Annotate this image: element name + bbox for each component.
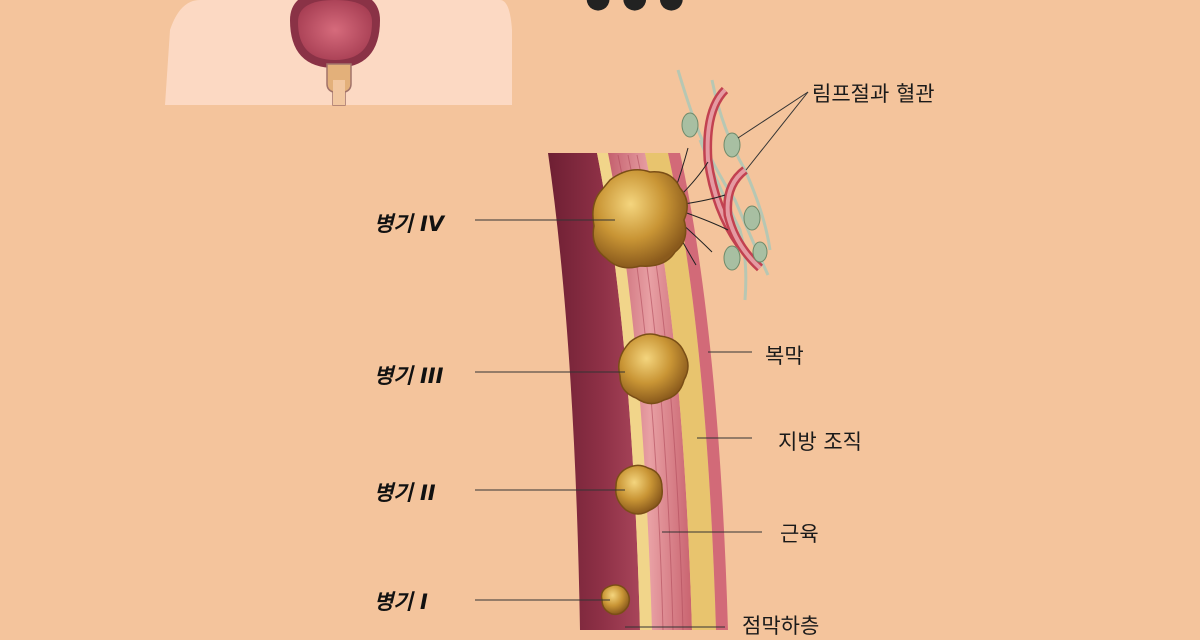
tumors	[592, 169, 689, 616]
lymph-node	[743, 205, 761, 231]
lymph-node	[723, 245, 741, 271]
submucosa-label: 점막하층	[742, 614, 820, 638]
tumor-stage-i	[600, 584, 631, 616]
lymph-vessel-network	[674, 69, 772, 301]
fat-layer	[645, 153, 716, 630]
lymph-vessel-label: 림프절과 혈관	[812, 82, 935, 106]
fat-label: 지방 조직	[778, 430, 862, 454]
serosa-layer	[668, 153, 728, 630]
lymph-node	[723, 132, 741, 158]
stage-iv-label: 병기 IV	[374, 212, 445, 236]
stage-ii-label: 병기 II	[374, 481, 436, 505]
leader-lines	[475, 91, 809, 628]
lymph-node	[752, 241, 768, 263]
tumor-stage-iv	[592, 169, 688, 269]
tumor-stage-iii	[618, 333, 689, 405]
bladder-inset	[165, 0, 512, 106]
stage-iii-label: 병기 III	[374, 364, 444, 388]
lymph-node	[681, 112, 699, 138]
serosa-label: 복막	[765, 344, 804, 368]
mucosa-layer	[548, 153, 640, 630]
muscle-label: 근육	[780, 522, 819, 546]
title-fragment: ● ● ●	[585, 0, 684, 15]
stage-i-label: 병기 I	[374, 590, 428, 614]
tumor-stage-ii	[614, 464, 663, 515]
